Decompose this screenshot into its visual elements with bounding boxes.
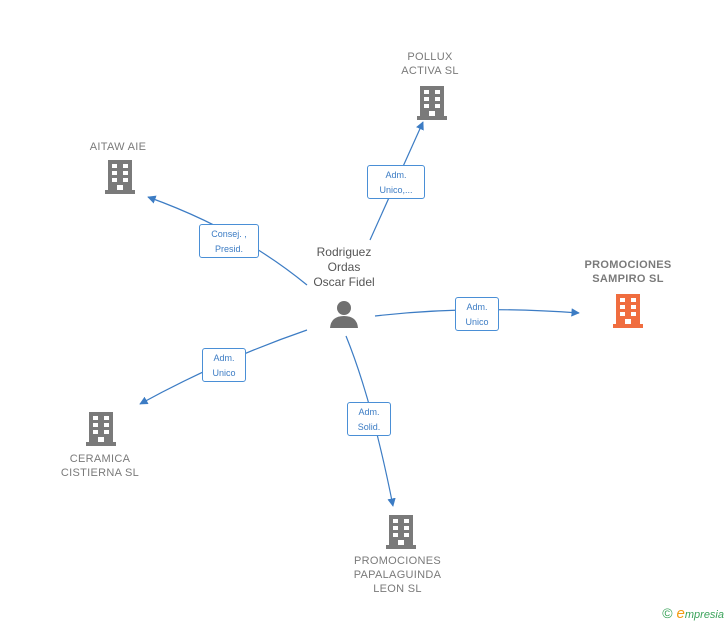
company-label-pollux[interactable]: POLLUX ACTIVA SL [401, 51, 459, 77]
relation-label-papalaguinda: Adm. Solid. [347, 402, 391, 436]
company-label-aitaw[interactable]: AITAW AIE [89, 141, 147, 153]
company-label-ceramica[interactable]: CERAMICA CISTIERNA SL [60, 453, 140, 479]
company-label-promociones-sampiro[interactable]: PROMOCIONES SAMPIRO SL [584, 259, 672, 285]
brand-name: mpresia [684, 609, 724, 621]
building-icon-highlight[interactable] [613, 292, 643, 328]
building-icon[interactable] [105, 158, 135, 194]
building-icon[interactable] [386, 513, 416, 549]
building-icon[interactable] [86, 410, 116, 446]
relation-label-sampiro: Adm. Unico [455, 297, 499, 331]
person-name[interactable]: Rodriguez Ordas Oscar Fidel [313, 245, 375, 289]
relation-label-aitaw: Consej. , Presid. [199, 224, 259, 258]
brand-footer: ©empresia [662, 605, 724, 622]
copyright-symbol: © [662, 605, 673, 621]
person-icon[interactable] [329, 300, 359, 328]
relation-label-pollux: Adm. Unico,... [367, 165, 425, 199]
brand-e-icon: e [676, 605, 685, 622]
company-label-papalaguinda[interactable]: PROMOCIONES PAPALAGUINDA LEON SL [353, 555, 442, 595]
building-icon[interactable] [417, 84, 447, 120]
relation-label-ceramica: Adm. Unico [202, 348, 246, 382]
